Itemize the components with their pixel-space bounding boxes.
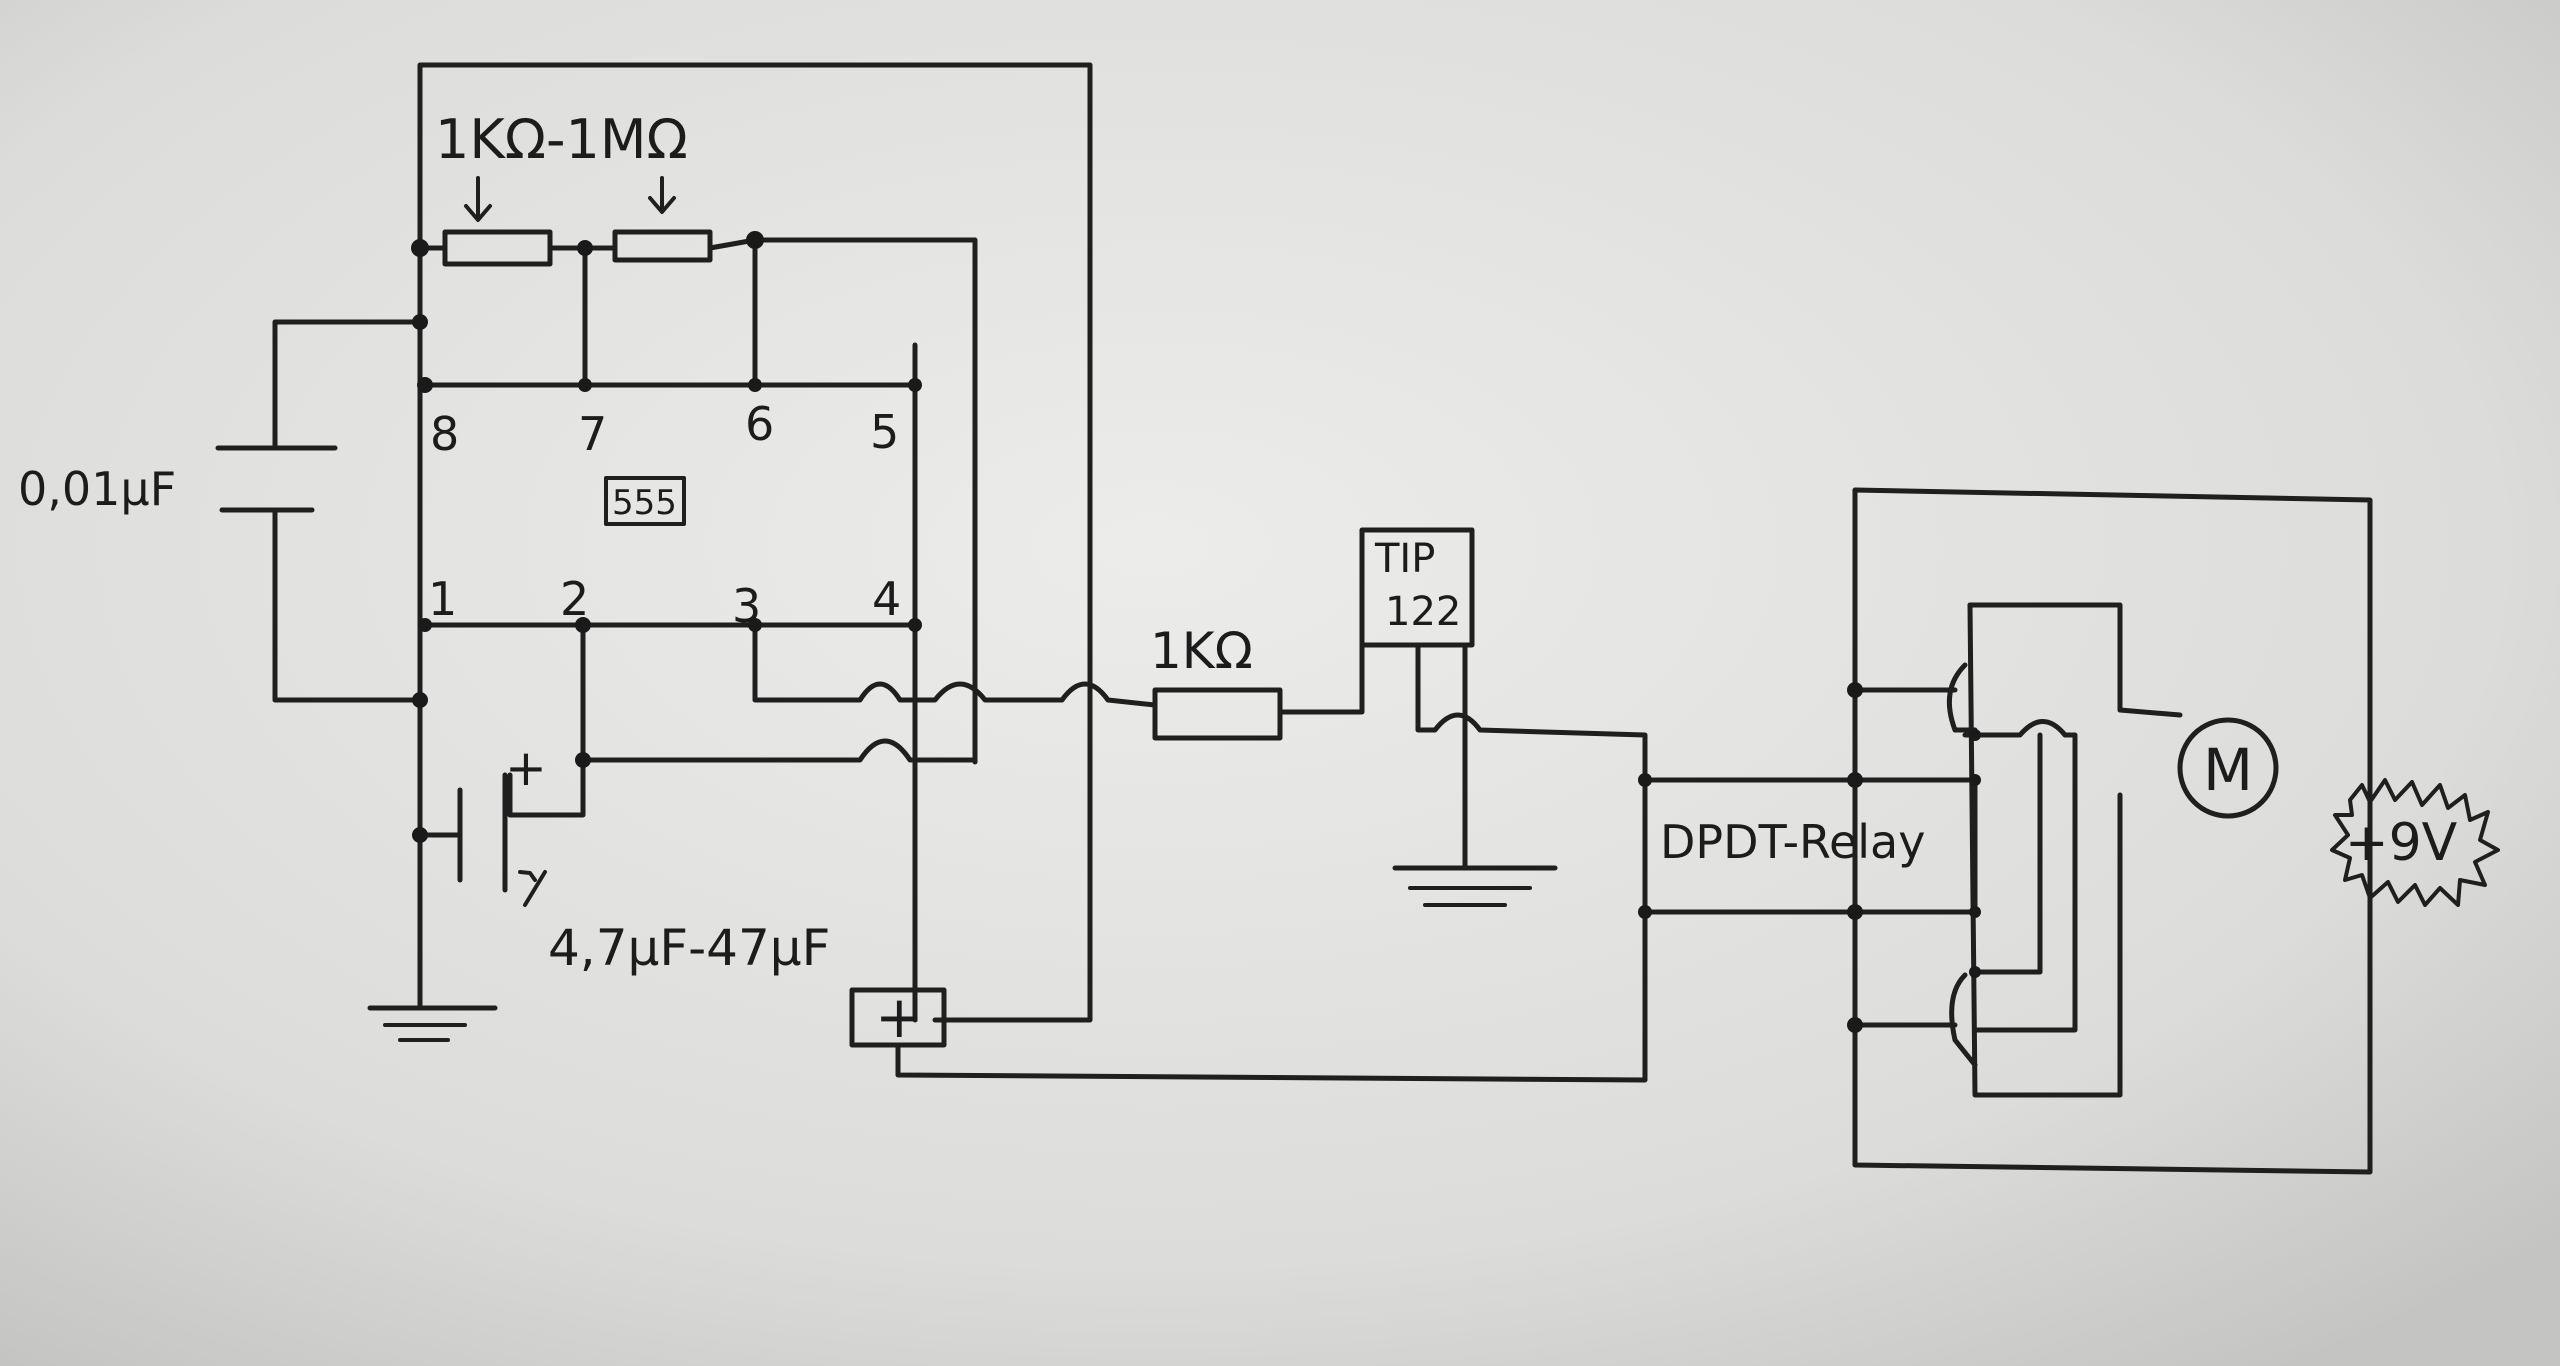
ground-symbol-transistor: [1392, 865, 1558, 907]
transistor-label-line2: 122: [1385, 589, 1461, 635]
cap-timing-label: 0,01μF: [18, 462, 176, 516]
motor-label: M: [2203, 736, 2253, 804]
relay-label: DPDT-Relay: [1660, 815, 1925, 869]
outer-supply-loop: [417, 62, 1093, 1023]
ic-label: 555: [612, 483, 677, 523]
capacitor-electrolytic: + 4,7μF-47μF: [417, 739, 830, 977]
pin-4-label: 4: [872, 572, 901, 626]
transistor-tip122: TIP 122: [1359, 527, 1648, 868]
resistor-1k-label: 1KΩ: [1150, 622, 1253, 680]
transistor-label-line1: TIP: [1374, 536, 1435, 582]
battery-plus: +: [875, 983, 924, 1051]
supply-9v: +9V: [2330, 778, 2500, 907]
pin-8-label: 8: [430, 407, 459, 461]
pot-range-label: 1KΩ-1MΩ: [435, 108, 688, 171]
ic-555: 8 7 6 5 555 1 2 3 4: [417, 382, 918, 633]
cap-elec-label: 4,7μF-47μF: [548, 919, 830, 977]
cap-elec-plus: +: [505, 739, 547, 797]
ground-symbol-left: [367, 1005, 498, 1042]
motor-symbol: M: [2177, 717, 2279, 819]
relay-contact-wiring: [1852, 487, 2373, 1175]
junction-dots: [411, 231, 1981, 1033]
ic-label-box: [604, 476, 686, 526]
pin-7-label: 7: [578, 407, 607, 461]
capacitor-timing: 0,01μF: [18, 319, 423, 703]
pin-taps: [582, 237, 918, 1023]
trigger-and-output-lines: [507, 622, 1158, 818]
pot-resistor-chain: 1KΩ-1MΩ: [417, 108, 978, 765]
supply-label: +9V: [2345, 813, 2458, 873]
pin-1-label: 1: [428, 572, 457, 626]
pin-2-label: 2: [560, 572, 589, 626]
base-resistor: 1KΩ: [1150, 622, 1365, 741]
battery-symbol: +: [849, 902, 1648, 1083]
pin-6-label: 6: [745, 397, 774, 451]
pin-5-label: 5: [870, 405, 899, 459]
